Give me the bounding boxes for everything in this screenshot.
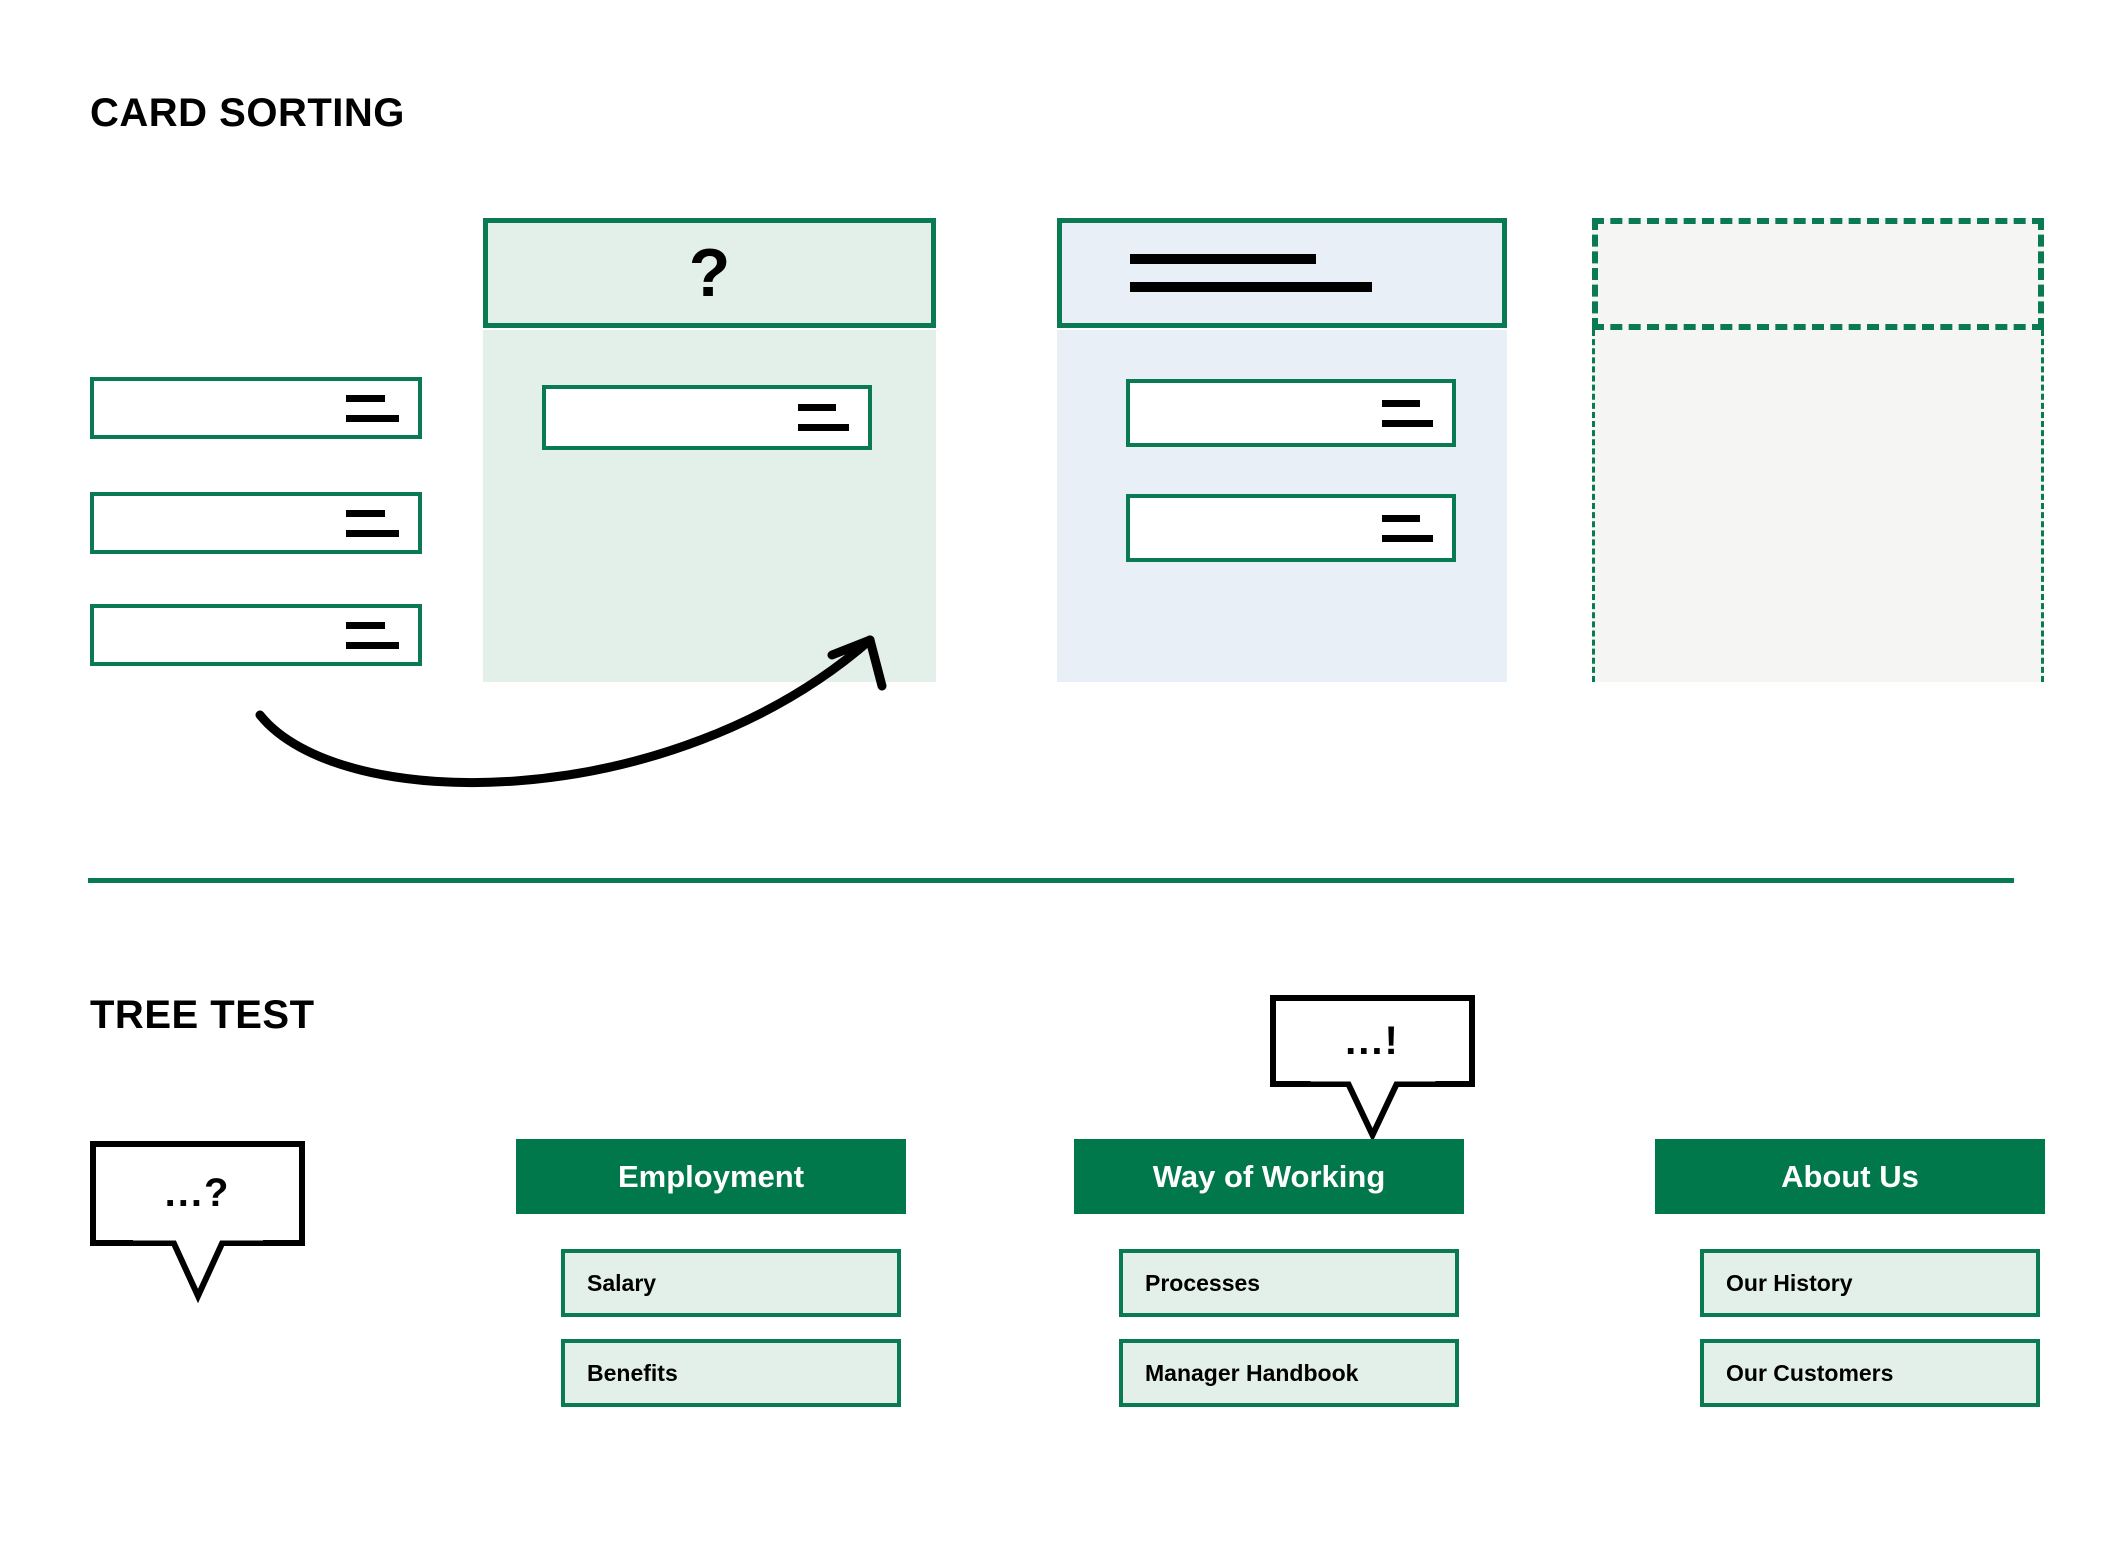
tree-item-our-customers[interactable]: Our Customers	[1700, 1339, 2040, 1407]
tree-header-about-us[interactable]: About Us	[1655, 1139, 2045, 1214]
drag-arrow-icon	[255, 635, 887, 787]
tree-item-salary[interactable]: Salary	[561, 1249, 901, 1317]
column-title-line	[1130, 282, 1372, 292]
bubble-tail-icon	[132, 1234, 263, 1304]
card-sorting-title: CARD SORTING	[90, 91, 405, 135]
question-speech-bubble: ...?	[90, 1141, 305, 1304]
card-text-line	[346, 529, 399, 537]
sorted-card-2[interactable]	[1126, 494, 1456, 562]
tree-column-employment: Employment Salary Benefits	[516, 1139, 906, 1429]
card-text-line	[798, 404, 836, 411]
tree-header-employment[interactable]: Employment	[516, 1139, 906, 1214]
card-text-line	[346, 414, 399, 422]
card-text-line	[1382, 514, 1420, 522]
tree-item-manager-handbook[interactable]: Manager Handbook	[1119, 1339, 1459, 1407]
tree-item-our-history[interactable]: Our History	[1700, 1249, 2040, 1317]
sort-column-empty-body[interactable]	[1592, 330, 2044, 682]
sort-column-empty-header[interactable]	[1592, 218, 2044, 330]
card-text-line	[346, 621, 385, 629]
card-text-line	[346, 641, 399, 649]
tree-column-way-of-working: Way of Working Processes Manager Handboo…	[1074, 1139, 1464, 1429]
card-text-line	[1382, 419, 1434, 427]
answer-bubble-box: ...!	[1270, 995, 1475, 1143]
question-bubble-text: ...?	[164, 1171, 231, 1215]
section-divider	[88, 878, 2014, 883]
tree-item-benefits[interactable]: Benefits	[561, 1339, 901, 1407]
card-text-line	[346, 509, 385, 517]
question-mark-icon: ?	[688, 235, 731, 311]
tree-column-about-us: About Us Our History Our Customers	[1655, 1139, 2045, 1429]
sort-column-named-header[interactable]	[1057, 218, 1507, 328]
loose-card-2[interactable]	[90, 492, 422, 554]
card-text-line	[1382, 399, 1420, 407]
card-text-line	[1382, 534, 1434, 542]
tree-test-title: TREE TEST	[90, 993, 315, 1037]
card-text-line	[798, 424, 850, 431]
answer-bubble-text: ...!	[1345, 1018, 1400, 1063]
sorted-card-1[interactable]	[1126, 379, 1456, 447]
tree-header-way-of-working[interactable]: Way of Working	[1074, 1139, 1464, 1214]
card-text-line	[346, 394, 385, 402]
answer-speech-bubble: ...!	[1270, 995, 1475, 1143]
question-bubble-box: ...?	[90, 1141, 305, 1304]
sort-column-question-header[interactable]: ?	[483, 218, 936, 328]
bubble-tail-icon	[1310, 1075, 1435, 1143]
column-title-line	[1130, 254, 1316, 264]
sorted-card-in-question-column[interactable]	[542, 385, 872, 450]
loose-card-1[interactable]	[90, 377, 422, 439]
tree-item-processes[interactable]: Processes	[1119, 1249, 1459, 1317]
loose-card-3[interactable]	[90, 604, 422, 666]
